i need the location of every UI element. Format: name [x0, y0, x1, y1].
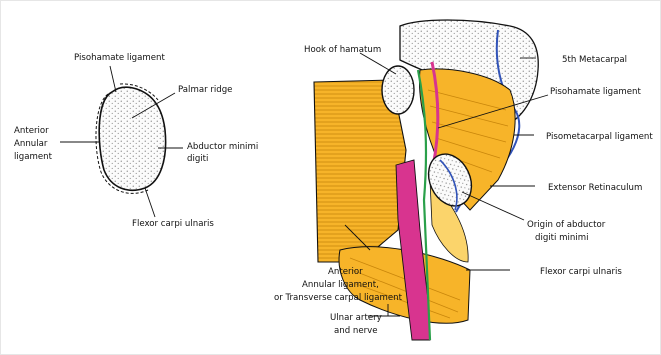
label-pisohamate-right: Pisohamate ligament	[550, 87, 641, 97]
hook-of-hamate	[382, 66, 414, 114]
label-anterior-right-line3: or Transverse carpal ligament	[274, 293, 403, 303]
label-pisohamate-left: Pisohamate ligament	[74, 53, 165, 63]
label-palmar-ridge: Palmar ridge	[178, 85, 232, 95]
label-flexor-right: Flexor carpi ulnaris	[540, 267, 622, 277]
label-abductor-line2: digiti	[187, 154, 208, 164]
label-anterior-line1: Anterior	[14, 126, 49, 136]
label-flexor-left: Flexor carpi ulnaris	[132, 219, 214, 229]
label-anterior-right-line2: Annular ligament,	[302, 280, 379, 290]
label-ulnar-line2: and nerve	[334, 326, 378, 336]
label-5th-metacarpal: 5th Metacarpal	[562, 55, 627, 65]
label-anterior-right-line1: Anterior	[328, 267, 363, 277]
label-anterior-line2: Annular	[14, 139, 48, 149]
label-origin-line2: digiti minimi	[535, 233, 589, 243]
label-ulnar-line1: Ulnar artery	[330, 313, 382, 323]
label-anterior-line3: ligament	[14, 152, 53, 162]
label-pisometacarpal: Pisometacarpal ligament	[546, 132, 653, 142]
label-abductor-line1: Abductor minimi	[187, 142, 258, 152]
label-extensor-retinaculum: Extensor Retinaculum	[548, 183, 642, 193]
label-hook-of-hamatum: Hook of hamatum	[304, 45, 381, 55]
right-anatomy-drawing	[314, 20, 538, 340]
pisiform-cross-section	[96, 84, 166, 194]
label-origin-line1: Origin of abductor	[527, 220, 606, 230]
